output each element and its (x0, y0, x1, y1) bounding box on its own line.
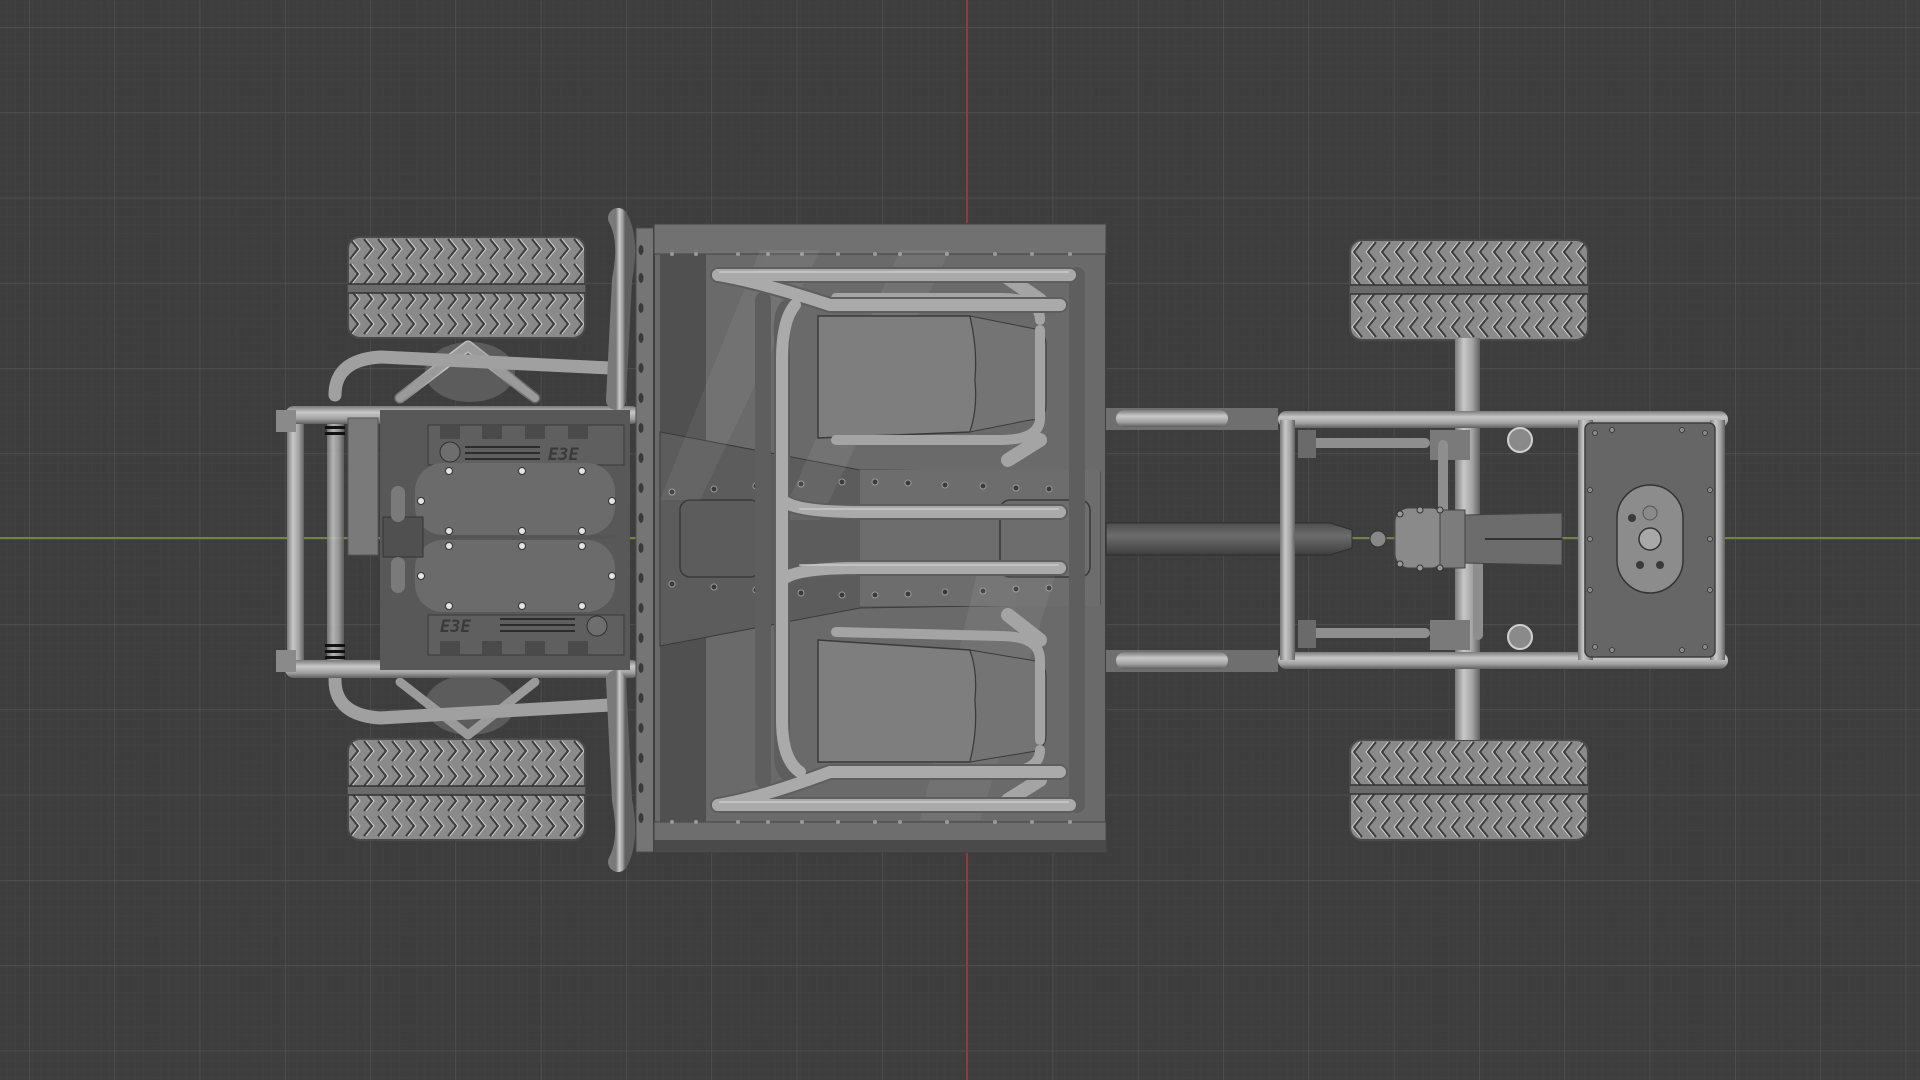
roll-cage (710, 267, 1085, 813)
seat-driver[interactable] (817, 271, 1047, 467)
engine-badge-top: E3E (548, 445, 579, 465)
fuel-cell[interactable] (1584, 422, 1716, 658)
front-suspension (328, 340, 617, 740)
tire-rear-left[interactable] (1349, 239, 1589, 341)
engine-badge-bottom: E3E (440, 617, 471, 637)
tire-front-right[interactable] (347, 738, 586, 841)
tire-front-left[interactable] (347, 236, 586, 339)
engine-block[interactable]: E3E E3E (380, 410, 630, 670)
rear-differential[interactable] (1394, 506, 1563, 572)
exhaust-pipes (606, 208, 636, 872)
driveshaft (1105, 522, 1387, 556)
firewall-bulkhead (635, 227, 655, 853)
tire-rear-right[interactable] (1349, 739, 1589, 841)
connector-tubes (1106, 408, 1278, 672)
seat-passenger[interactable] (817, 608, 1047, 807)
